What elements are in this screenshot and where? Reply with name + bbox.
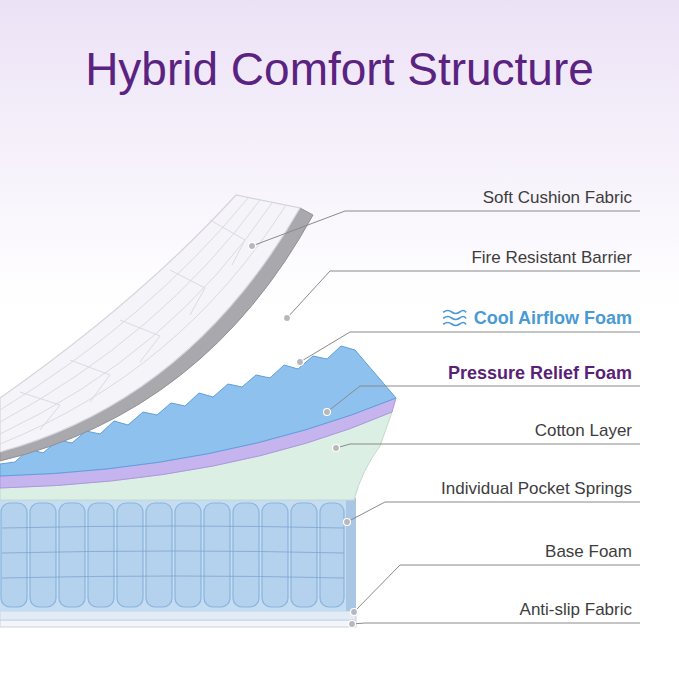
layer-label: Cotton Layer	[535, 420, 632, 442]
airflow-icon	[444, 311, 466, 326]
layer-label: Individual Pocket Springs	[441, 478, 632, 500]
leader-dots	[249, 243, 358, 628]
layer-label: Cool Airflow Foam	[474, 307, 632, 329]
anti-slip-layer	[0, 620, 356, 627]
layer-label: Pressure Relief Foam	[448, 362, 632, 384]
base-foam-layer	[0, 611, 356, 620]
layer-label: Fire Resistant Barrier	[471, 247, 632, 269]
layer-label: Anti-slip Fabric	[520, 599, 632, 621]
diagram-title: Hybrid Comfort Structure	[0, 42, 679, 96]
pocket-springs	[0, 498, 356, 611]
layer-label: Soft Cushion Fabric	[483, 187, 632, 209]
layer-label: Base Foam	[545, 541, 632, 563]
cushion-fabric-layer	[0, 195, 300, 452]
leader-lines	[252, 211, 640, 624]
